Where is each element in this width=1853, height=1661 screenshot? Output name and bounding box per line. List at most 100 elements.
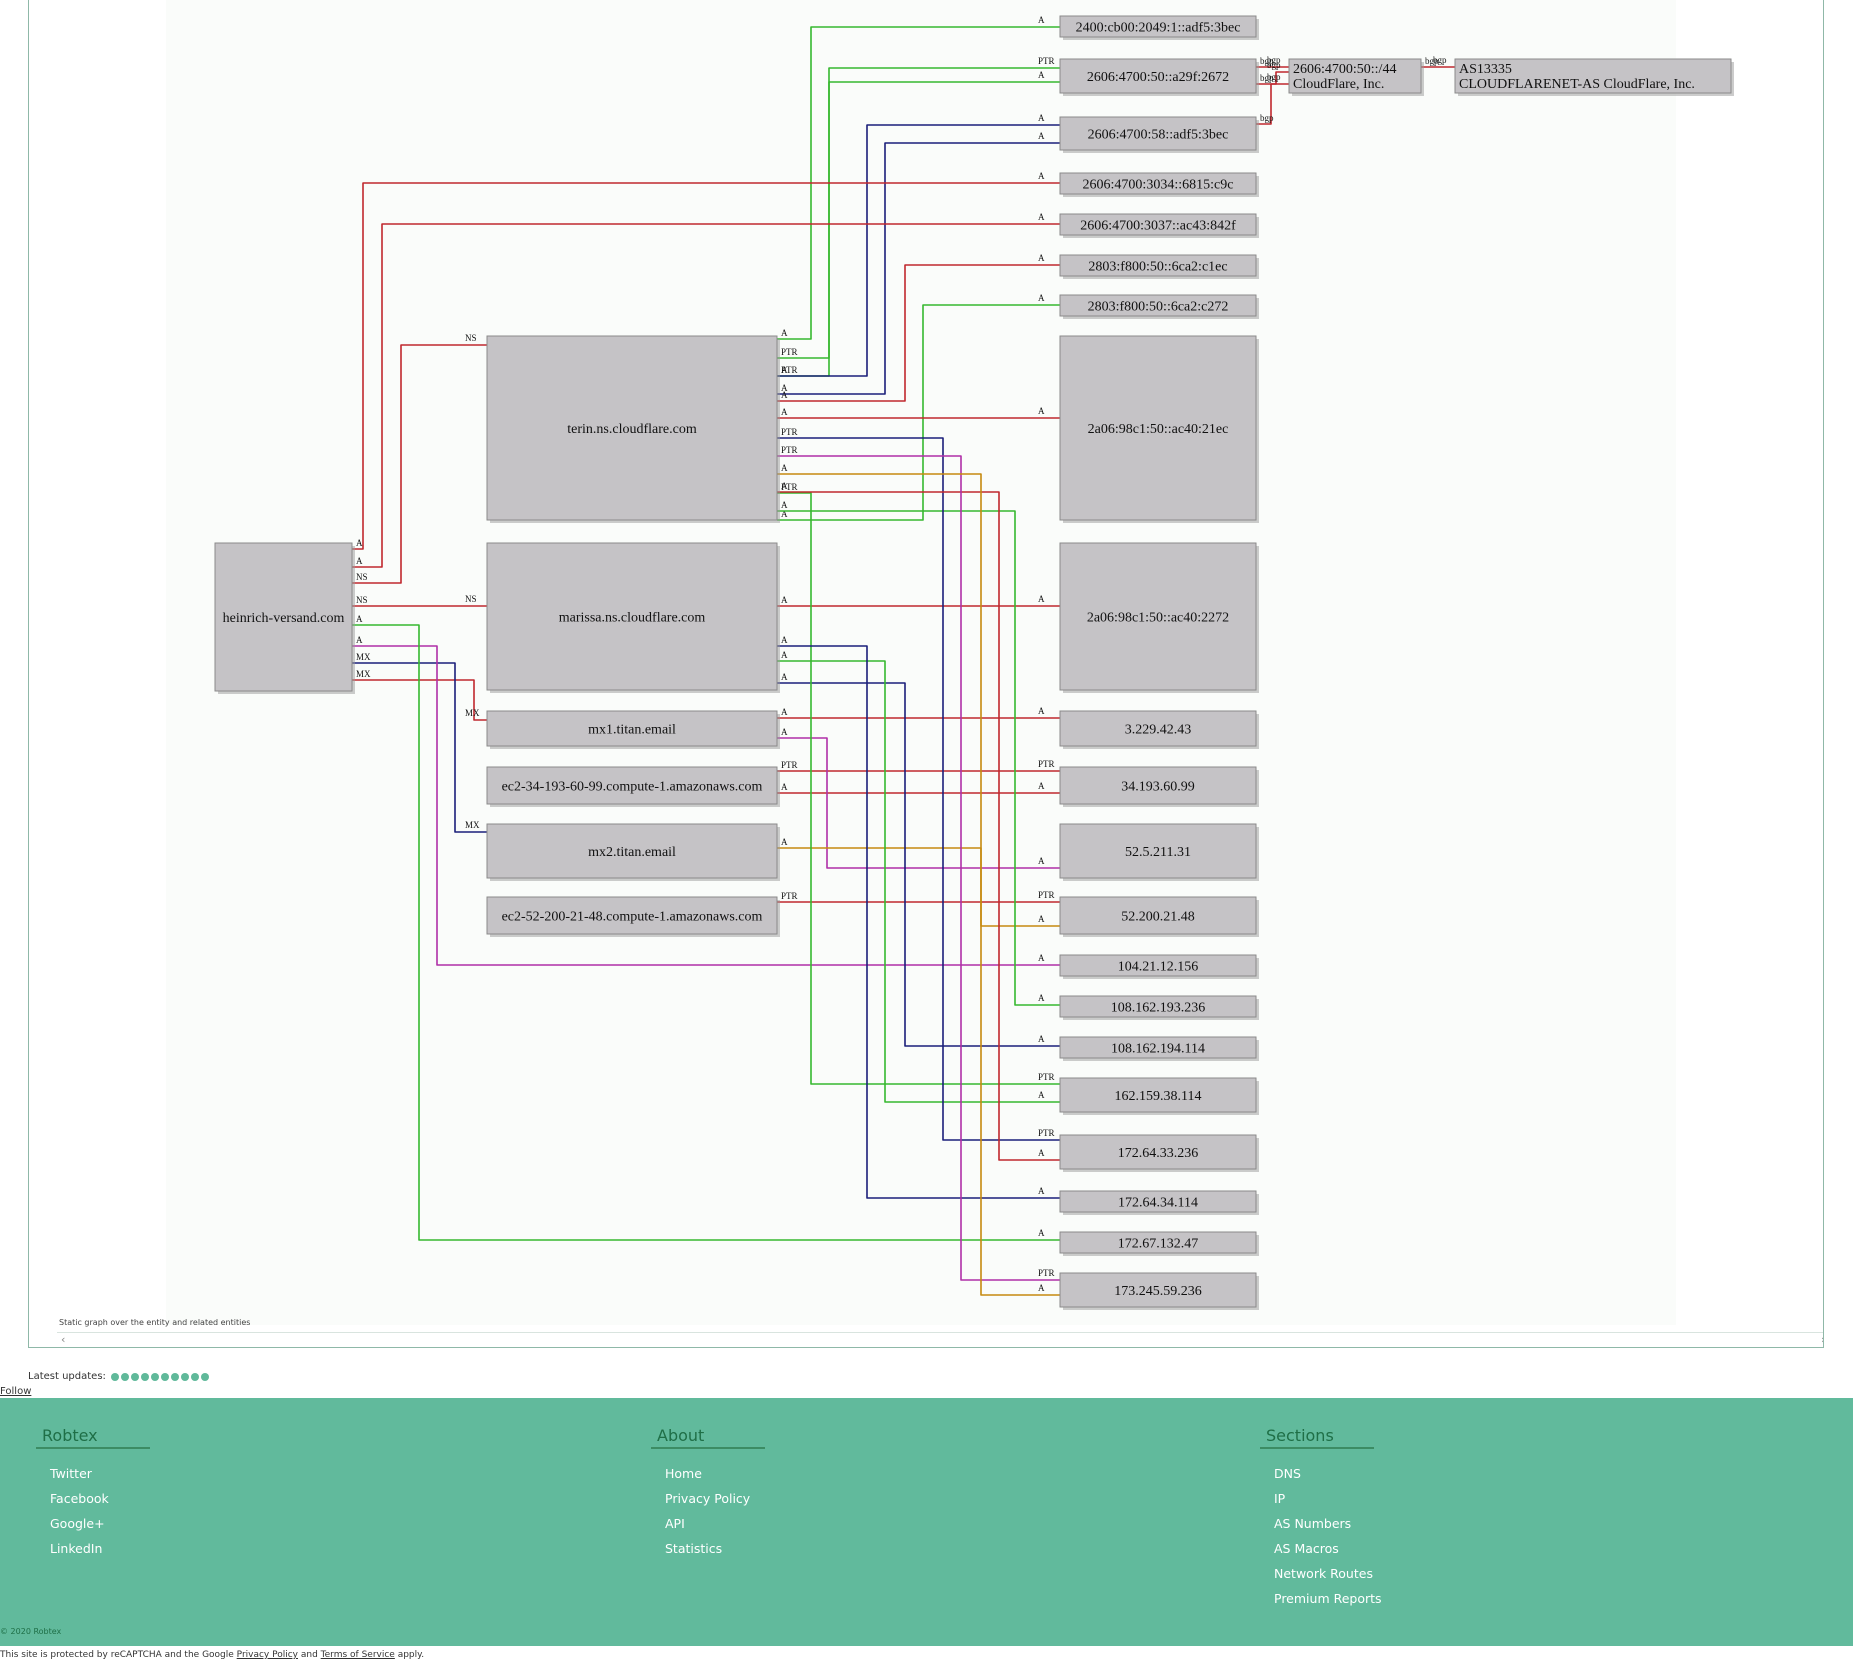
- node-box[interactable]: [1059, 1036, 1257, 1059]
- node-box[interactable]: [1059, 954, 1257, 977]
- footer-link-linkedin[interactable]: LinkedIn: [50, 1541, 103, 1556]
- update-dot[interactable]: [110, 1372, 119, 1381]
- node-box[interactable]: [486, 542, 778, 691]
- graph-node-marissa[interactable]: marissa.ns.cloudflare.com: [486, 542, 780, 693]
- node-box[interactable]: [1059, 542, 1257, 691]
- graph-node-ip9[interactable]: 2a06:98c1:50::ac40:2272: [1059, 542, 1259, 693]
- node-box[interactable]: [1059, 1231, 1257, 1254]
- node-box[interactable]: [1059, 1190, 1257, 1213]
- node-box[interactable]: [1059, 1272, 1257, 1308]
- edge-label: A: [781, 407, 788, 417]
- privacy-policy-link[interactable]: Privacy Policy: [236, 1650, 299, 1660]
- footer-link-googleplus[interactable]: Google+: [50, 1516, 105, 1531]
- graph-node-ip12[interactable]: 52.5.211.31: [1059, 823, 1259, 881]
- update-dot[interactable]: [130, 1372, 139, 1381]
- node-box[interactable]: [1059, 995, 1257, 1018]
- node-box[interactable]: [1059, 335, 1257, 521]
- edge-label: A: [1038, 70, 1045, 80]
- node-box[interactable]: [1059, 213, 1257, 236]
- graph-node-ip10[interactable]: 3.229.42.43: [1059, 710, 1259, 749]
- graph-node-ip19[interactable]: 172.64.34.114: [1059, 1190, 1259, 1215]
- update-dot[interactable]: [200, 1372, 209, 1381]
- graph-node-mx1[interactable]: mx1.titan.email: [486, 710, 780, 749]
- terms-of-service-link[interactable]: Terms of Service: [320, 1650, 395, 1660]
- footer-link-premium-reports[interactable]: Premium Reports: [1274, 1591, 1382, 1606]
- node-box[interactable]: [1059, 1077, 1257, 1113]
- graph-node-ip6[interactable]: 2803:f800:50::6ca2:c1ec: [1059, 254, 1259, 279]
- footer-link-home[interactable]: Home: [665, 1466, 702, 1481]
- node-box[interactable]: [486, 335, 778, 521]
- update-dot[interactable]: [140, 1372, 149, 1381]
- footer-link-twitter[interactable]: Twitter: [50, 1466, 92, 1481]
- update-dot[interactable]: [150, 1372, 159, 1381]
- follow-link[interactable]: Follow: [0, 1386, 32, 1397]
- footer-link-facebook[interactable]: Facebook: [50, 1491, 109, 1506]
- update-dot[interactable]: [120, 1372, 129, 1381]
- node-box[interactable]: [1059, 1134, 1257, 1170]
- graph-node-ip14[interactable]: 104.21.12.156: [1059, 954, 1259, 979]
- graph-node-ip16[interactable]: 108.162.194.114: [1059, 1036, 1259, 1061]
- graph-node-ip7[interactable]: 2803:f800:50::6ca2:c272: [1059, 294, 1259, 319]
- edge-label: PTR: [1038, 1072, 1055, 1082]
- graph-node-ec2a[interactable]: ec2-34-193-60-99.compute-1.amazonaws.com: [486, 766, 780, 807]
- edge-label: A: [781, 500, 788, 510]
- footer-link-statistics[interactable]: Statistics: [665, 1541, 723, 1556]
- node-box[interactable]: [1059, 766, 1257, 805]
- graph-edge: [777, 304, 1060, 521]
- graph-node-ip11[interactable]: 34.193.60.99: [1059, 766, 1259, 807]
- graph-node-ip17[interactable]: 162.159.38.114: [1059, 1077, 1259, 1115]
- graph-node-ip15[interactable]: 108.162.193.236: [1059, 995, 1259, 1020]
- node-box[interactable]: [1059, 896, 1257, 935]
- node-box[interactable]: [1059, 254, 1257, 277]
- horizontal-scrollbar[interactable]: ‹ ›: [57, 1332, 1823, 1347]
- graph-node-terin[interactable]: terin.ns.cloudflare.com: [486, 335, 780, 523]
- update-dot[interactable]: [170, 1372, 179, 1381]
- graph-node-mx2[interactable]: mx2.titan.email: [486, 823, 780, 881]
- update-dot[interactable]: [180, 1372, 189, 1381]
- update-dot[interactable]: [160, 1372, 169, 1381]
- node-box[interactable]: [486, 766, 778, 805]
- footer-link-privacy[interactable]: Privacy Policy: [665, 1491, 751, 1506]
- footer-link-dns[interactable]: DNS: [1274, 1466, 1301, 1481]
- graph-node-ip1[interactable]: 2400:cb00:2049:1::adf5:3bec: [1059, 15, 1259, 40]
- scroll-right-icon[interactable]: ›: [1821, 1334, 1823, 1345]
- node-box[interactable]: [1059, 15, 1257, 38]
- graph-node-ip5[interactable]: 2606:4700:3037::ac43:842f: [1059, 213, 1259, 238]
- node-box[interactable]: [1288, 58, 1422, 94]
- edge-label: PTR: [1038, 890, 1055, 900]
- node-box[interactable]: [214, 542, 353, 692]
- graph-node-root[interactable]: heinrich-versand.com: [214, 542, 355, 694]
- node-box[interactable]: [1454, 58, 1732, 94]
- graph-node-ip21[interactable]: 173.245.59.236: [1059, 1272, 1259, 1310]
- graph-edge: [777, 473, 1060, 1296]
- node-box[interactable]: [486, 710, 778, 747]
- footer-link-ip[interactable]: IP: [1274, 1491, 1286, 1506]
- graph-node-ip20[interactable]: 172.67.132.47: [1059, 1231, 1259, 1256]
- graph-node-ec2b[interactable]: ec2-52-200-21-48.compute-1.amazonaws.com: [486, 896, 780, 937]
- footer-link-api[interactable]: API: [665, 1516, 685, 1531]
- graph-node-ip4[interactable]: 2606:4700:3034::6815:c9c: [1059, 172, 1259, 197]
- scroll-left-icon[interactable]: ‹: [61, 1333, 66, 1346]
- copyright: © 2020 Robtex: [0, 1627, 62, 1636]
- update-dots[interactable]: [110, 1372, 211, 1381]
- footer-link-network-routes[interactable]: Network Routes: [1274, 1566, 1373, 1581]
- graph-node-ip18[interactable]: 172.64.33.236: [1059, 1134, 1259, 1172]
- graph-node-ip2[interactable]: 2606:4700:50::a29f:2672: [1059, 58, 1259, 96]
- node-box[interactable]: [1059, 116, 1257, 151]
- node-box[interactable]: [1059, 58, 1257, 94]
- graph-node-ip8[interactable]: 2a06:98c1:50::ac40:21ec: [1059, 335, 1259, 523]
- update-dot[interactable]: [190, 1372, 199, 1381]
- footer-link-as-numbers[interactable]: AS Numbers: [1274, 1516, 1352, 1531]
- node-box[interactable]: [1059, 710, 1257, 747]
- node-box[interactable]: [1059, 294, 1257, 317]
- graph-node-ip3[interactable]: 2606:4700:58::adf5:3bec: [1059, 116, 1259, 153]
- node-box[interactable]: [1059, 823, 1257, 879]
- graph-node-ip13[interactable]: 52.200.21.48: [1059, 896, 1259, 937]
- node-box[interactable]: [486, 896, 778, 935]
- footer-link-as-macros[interactable]: AS Macros: [1274, 1541, 1339, 1556]
- node-box[interactable]: [486, 823, 778, 879]
- node-box[interactable]: [1059, 172, 1257, 195]
